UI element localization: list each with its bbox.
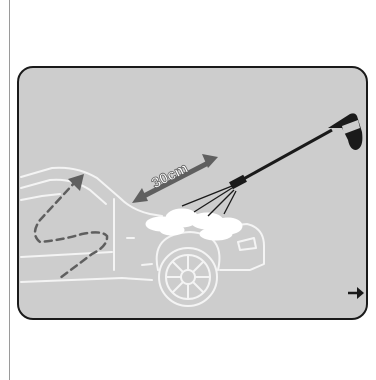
illustration-panel: 30cm [17, 66, 368, 320]
next-page-arrow-icon[interactable] [347, 285, 365, 301]
pressure-washer-lance-icon [229, 113, 363, 190]
distance-label: 30cm [149, 160, 191, 193]
washing-direction-arrow-icon [33, 178, 109, 280]
wheel-illustration [158, 247, 218, 307]
spray-lines [181, 185, 237, 217]
washing-illustration: 30cm [20, 113, 363, 307]
car-illustration [20, 166, 265, 283]
foam-illustration [145, 208, 243, 241]
washing-arrowhead [68, 174, 84, 191]
distance-arrow-icon [132, 154, 218, 203]
page-left-rule [9, 0, 10, 380]
